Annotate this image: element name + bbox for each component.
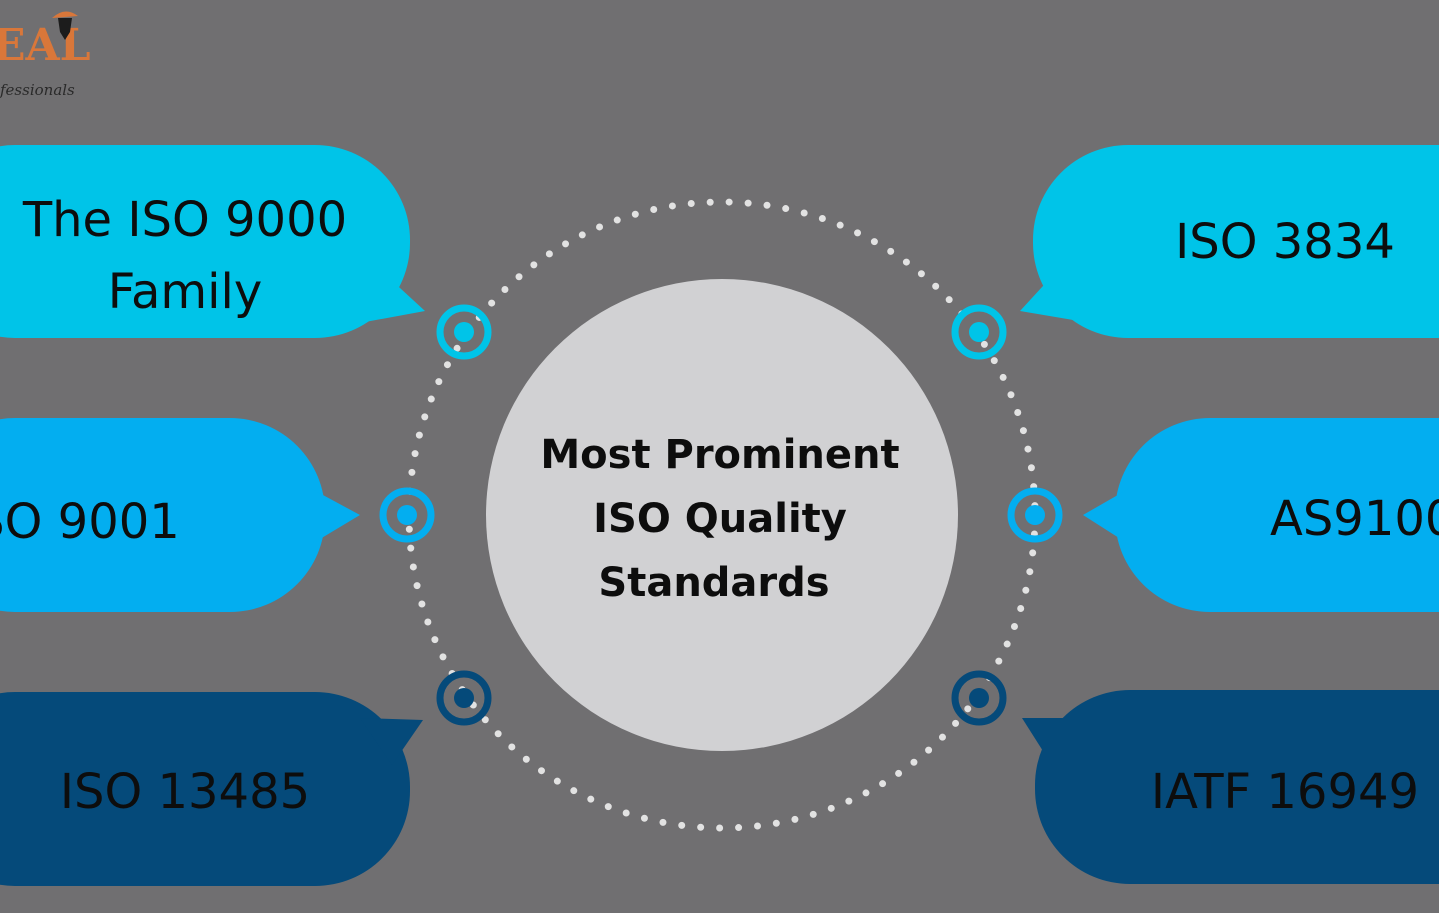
target-icon (951, 304, 1007, 360)
logo: EAL fessionals (0, 11, 91, 99)
bubble-iatf-16949: IATF 16949 (1022, 690, 1439, 884)
logo-text: EAL (0, 20, 91, 71)
bubble-iso-9000-family: The ISO 9000 Family (0, 145, 425, 338)
bubble-iso-13485: ISO 13485 (0, 692, 423, 886)
bubble-iso-3834: ISO 3834 (1020, 145, 1439, 338)
svg-text:ISO 3834: ISO 3834 (1175, 214, 1395, 270)
center-circle (486, 279, 958, 751)
bubble-as9100: AS9100 (1083, 418, 1439, 612)
pen-nib-icon (58, 18, 72, 40)
svg-text:IATF 16949: IATF 16949 (1151, 764, 1419, 820)
cap-icon (52, 11, 78, 18)
center-title-line2: ISO Quality (593, 496, 847, 542)
center-title-line1: Most Prominent (540, 432, 899, 478)
bubble-iso-9001: ISO 9001 (0, 418, 360, 612)
target-icon (379, 487, 435, 543)
center-title-line3: Standards (598, 560, 829, 606)
svg-text:ISO 13485: ISO 13485 (60, 764, 310, 820)
target-icon (1007, 487, 1063, 543)
target-icon (436, 670, 492, 726)
svg-text:The ISO 9000: The ISO 9000 (22, 192, 347, 248)
svg-text:AS9100: AS9100 (1270, 491, 1439, 547)
target-icon (436, 304, 492, 360)
svg-text:Family: Family (108, 264, 262, 320)
svg-text:ISO 9001: ISO 9001 (0, 494, 180, 550)
logo-subtext: fessionals (0, 81, 75, 99)
target-icon (951, 670, 1007, 726)
